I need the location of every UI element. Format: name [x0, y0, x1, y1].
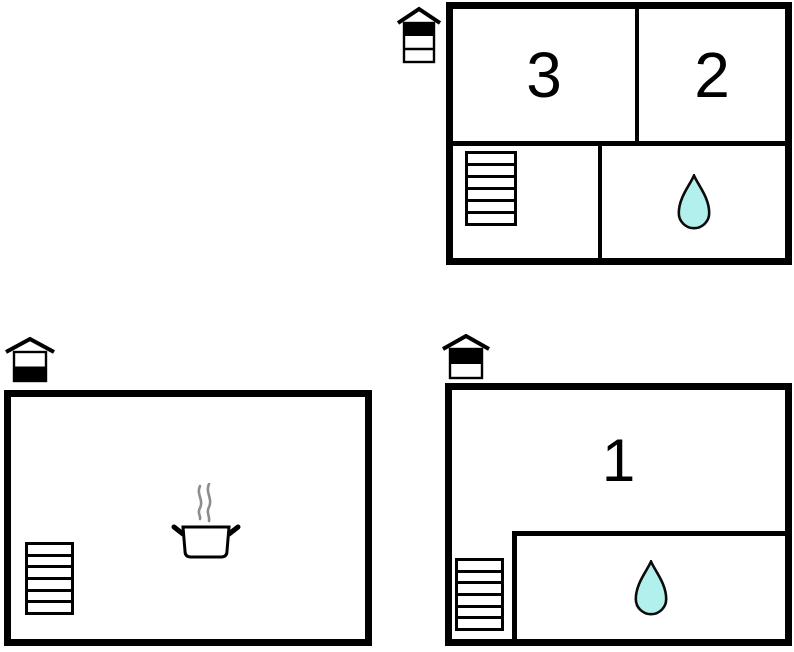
bathroom-upper [602, 146, 785, 258]
stair-tread [458, 581, 501, 593]
interior-wall-room-divider [635, 9, 639, 141]
house-highlight-band [450, 349, 482, 364]
house-level-icon-first-floor [442, 334, 490, 380]
stair-tread [468, 154, 514, 163]
cooking-pot-icon [171, 483, 241, 559]
room-1: 1 [452, 390, 785, 531]
stair-tread [28, 545, 71, 554]
stair-tread [468, 199, 514, 211]
stair-tread [28, 553, 71, 566]
stair-tread [458, 561, 501, 570]
room-2: 2 [639, 9, 785, 141]
steam-wave [206, 483, 212, 523]
water-drop-icon [676, 174, 711, 230]
first-floor-plan: 1 [445, 383, 792, 646]
ground-floor-plan [4, 390, 372, 646]
house-roof [5, 337, 55, 354]
stair-tread [28, 588, 71, 601]
upper-floor-plan: 3 2 [446, 2, 792, 265]
stairs-icon [465, 151, 517, 226]
house-body-outline [448, 347, 484, 380]
steam-wave [197, 484, 203, 521]
stair-tread [458, 569, 501, 582]
stair-tread [28, 577, 71, 589]
stair-tread [458, 593, 501, 605]
stair-tread [28, 565, 71, 577]
house-level-icon-ground-floor [5, 337, 55, 383]
interior-wall-bath-divider [598, 146, 602, 258]
room-1-label: 1 [601, 426, 636, 494]
stairs-icon [25, 542, 74, 615]
room-3-label: 3 [526, 39, 562, 111]
pot-handle-left [171, 524, 186, 537]
house-body-outline [12, 350, 48, 383]
pot-handle-right [226, 524, 241, 537]
stair-tread [458, 604, 501, 617]
stair-tread [458, 616, 501, 628]
house-level-icon-upper-floor [396, 6, 442, 64]
stairs-icon [455, 558, 504, 631]
room-3: 3 [453, 9, 635, 141]
stair-tread [468, 187, 514, 199]
room-2-label: 2 [694, 39, 730, 111]
stair-tread [28, 600, 71, 612]
stair-tread [468, 211, 514, 223]
bathroom-first [512, 531, 785, 639]
stair-tread [468, 175, 514, 187]
house-highlight-band [14, 366, 46, 381]
pot-body [181, 525, 231, 559]
water-drop-icon [634, 559, 668, 615]
interior-wall-horizontal [453, 141, 785, 146]
house-roof [396, 6, 442, 25]
house-highlight-band [404, 23, 434, 36]
stair-tread [468, 163, 514, 175]
house-roof [442, 334, 490, 351]
water-drop-shape [676, 174, 711, 230]
water-drop-shape [634, 559, 668, 615]
house-body-outline [402, 21, 436, 64]
